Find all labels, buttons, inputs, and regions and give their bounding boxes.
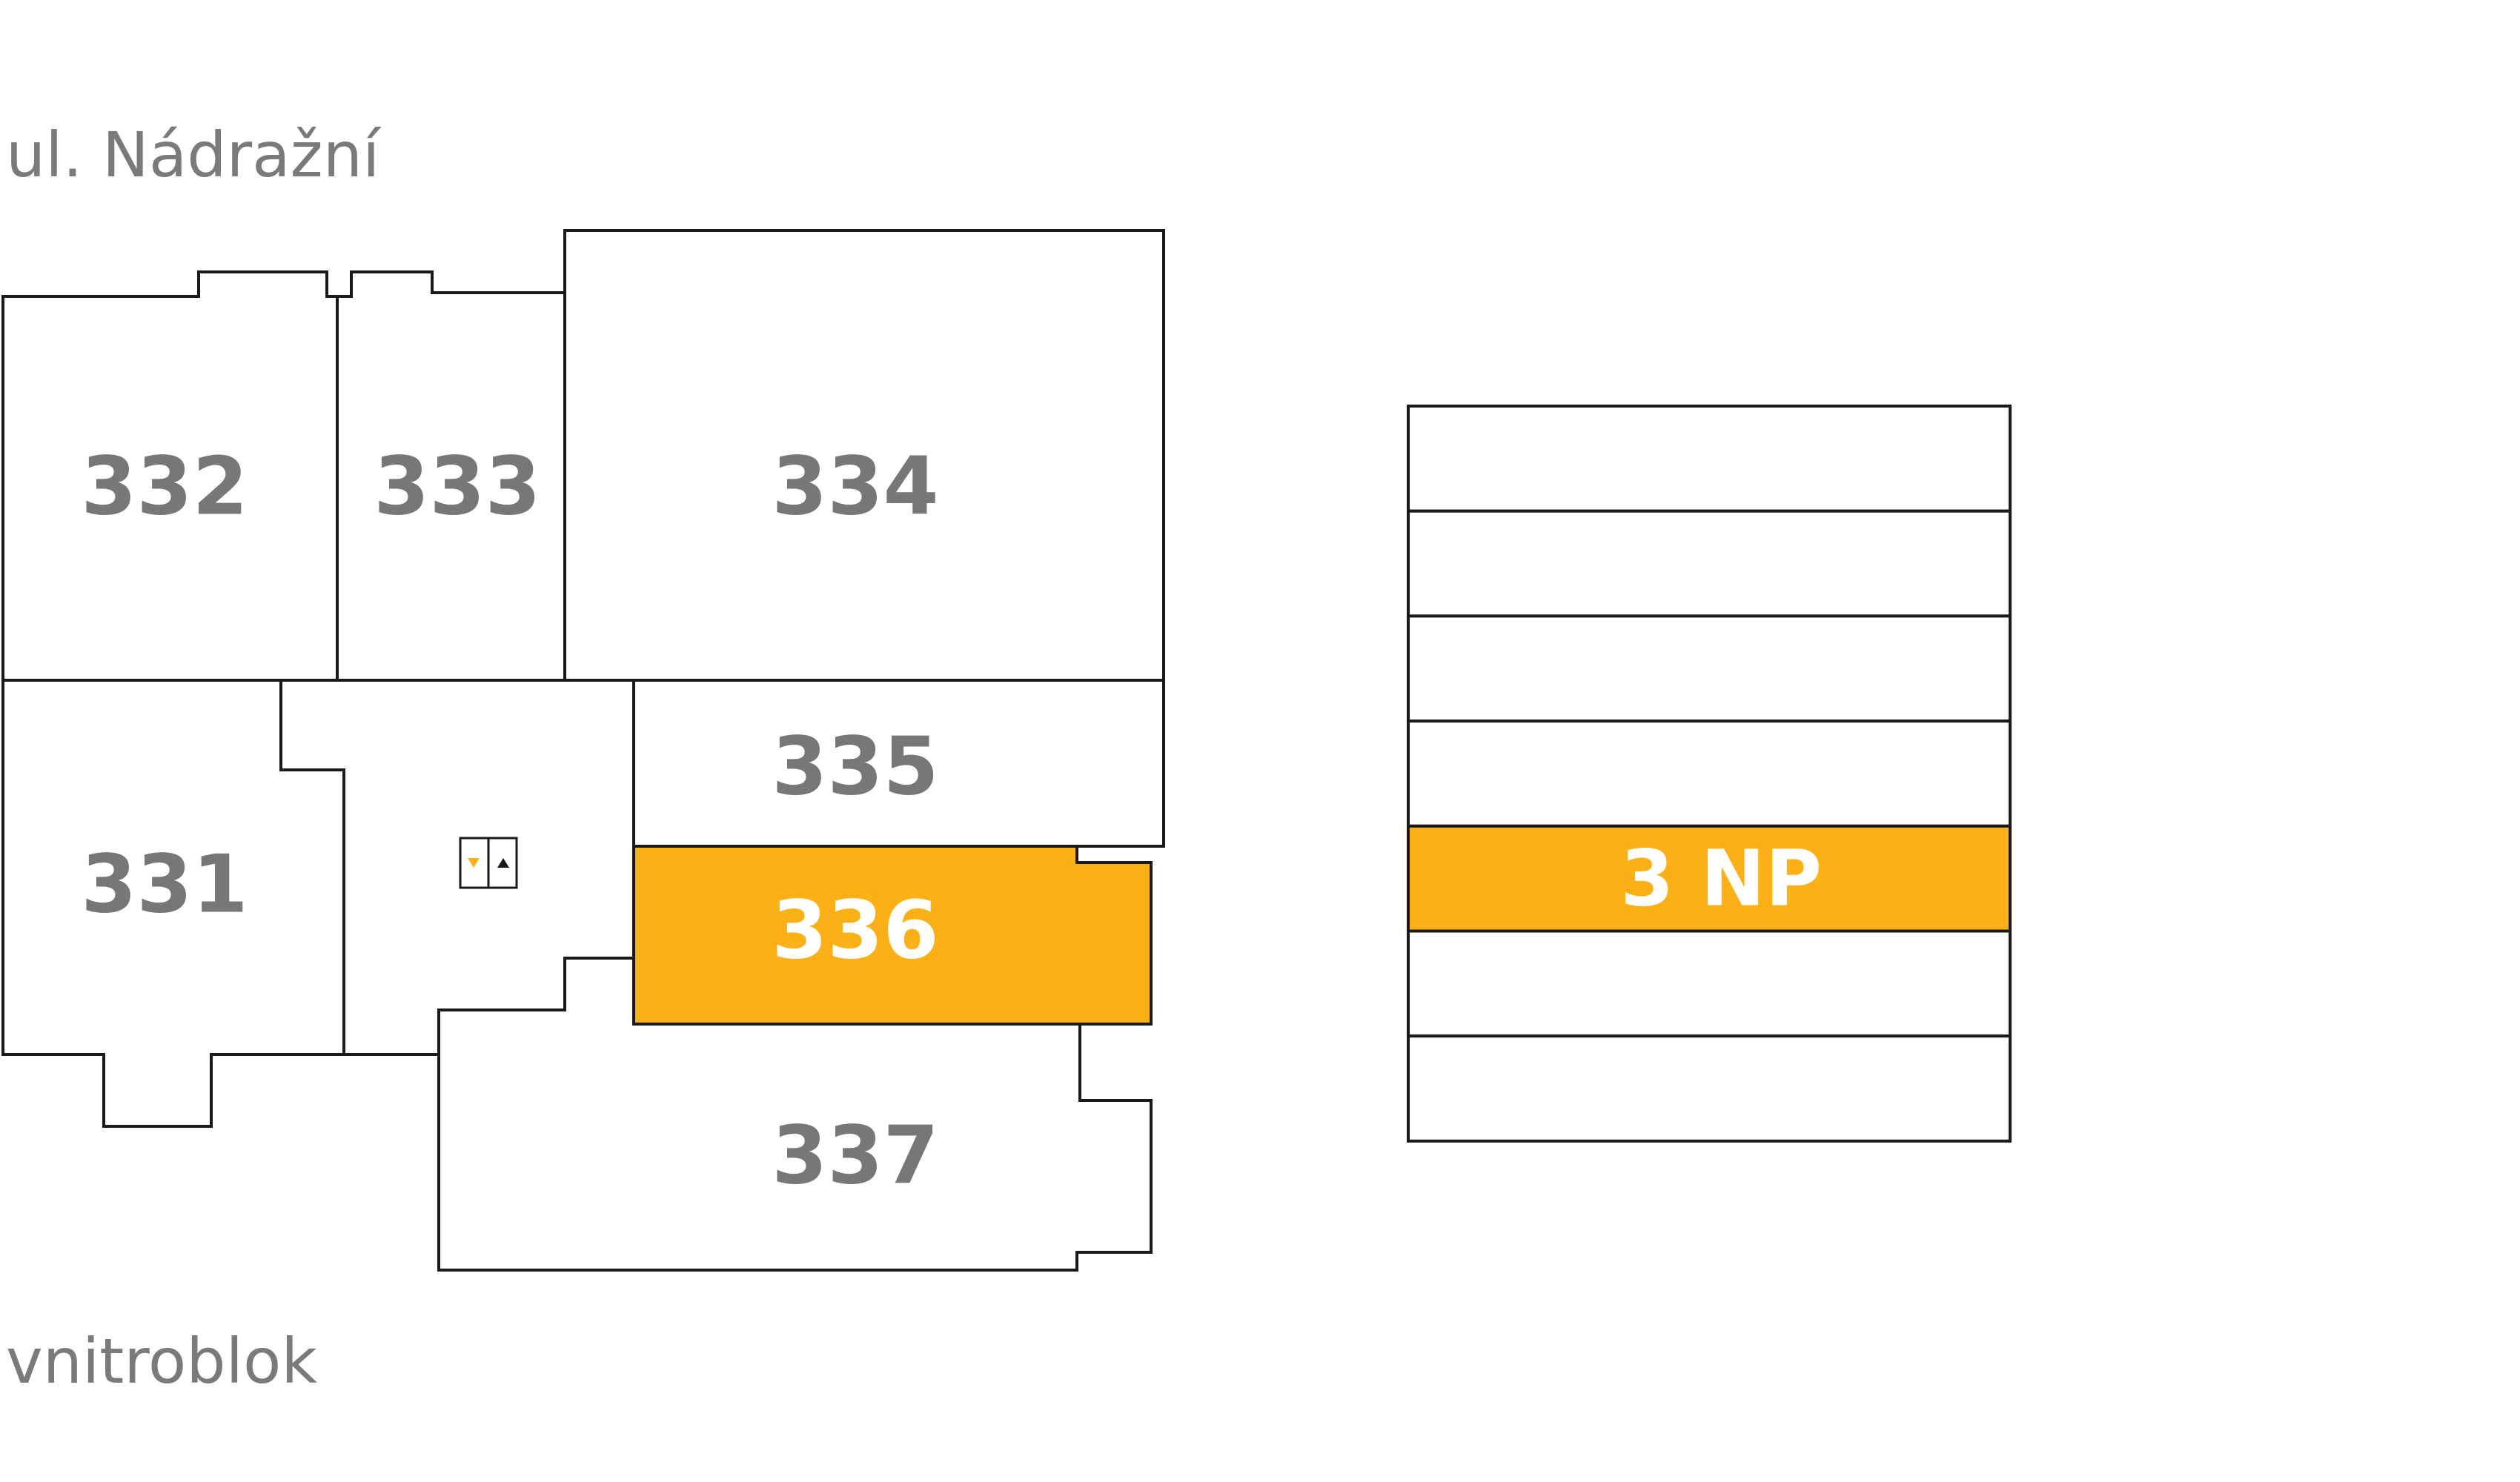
floor-row[interactable] (1407, 405, 2012, 513)
floor-row[interactable] (1407, 720, 2012, 828)
floor-row[interactable] (1407, 1034, 2012, 1143)
unit-333[interactable] (336, 270, 566, 682)
floor-row-box[interactable] (1407, 929, 2012, 1038)
floor-row-box[interactable] (1407, 720, 2012, 828)
elevator-icon (459, 837, 518, 889)
unit-334[interactable] (563, 229, 1165, 682)
floor-row-box[interactable] (1407, 614, 2012, 723)
unit-335[interactable] (632, 679, 1165, 848)
floor-row[interactable] (1407, 614, 2012, 723)
floor-row-box[interactable] (1407, 1034, 2012, 1143)
floor-row[interactable]: 3 NP (1407, 824, 2012, 933)
floor-row-box[interactable] (1407, 824, 2012, 933)
floor-row[interactable] (1407, 929, 2012, 1038)
unit-336[interactable] (632, 845, 1153, 1026)
street-label-bottom: vnitroblok (6, 1325, 317, 1398)
floor-row[interactable] (1407, 509, 2012, 618)
street-label-top: ul. Nádražní (6, 119, 382, 191)
floor-selector: 3 NP (1407, 405, 2012, 1143)
floor-row-box[interactable] (1407, 405, 2012, 513)
unit-337[interactable] (437, 957, 1153, 1272)
floor-row-box[interactable] (1407, 509, 2012, 618)
